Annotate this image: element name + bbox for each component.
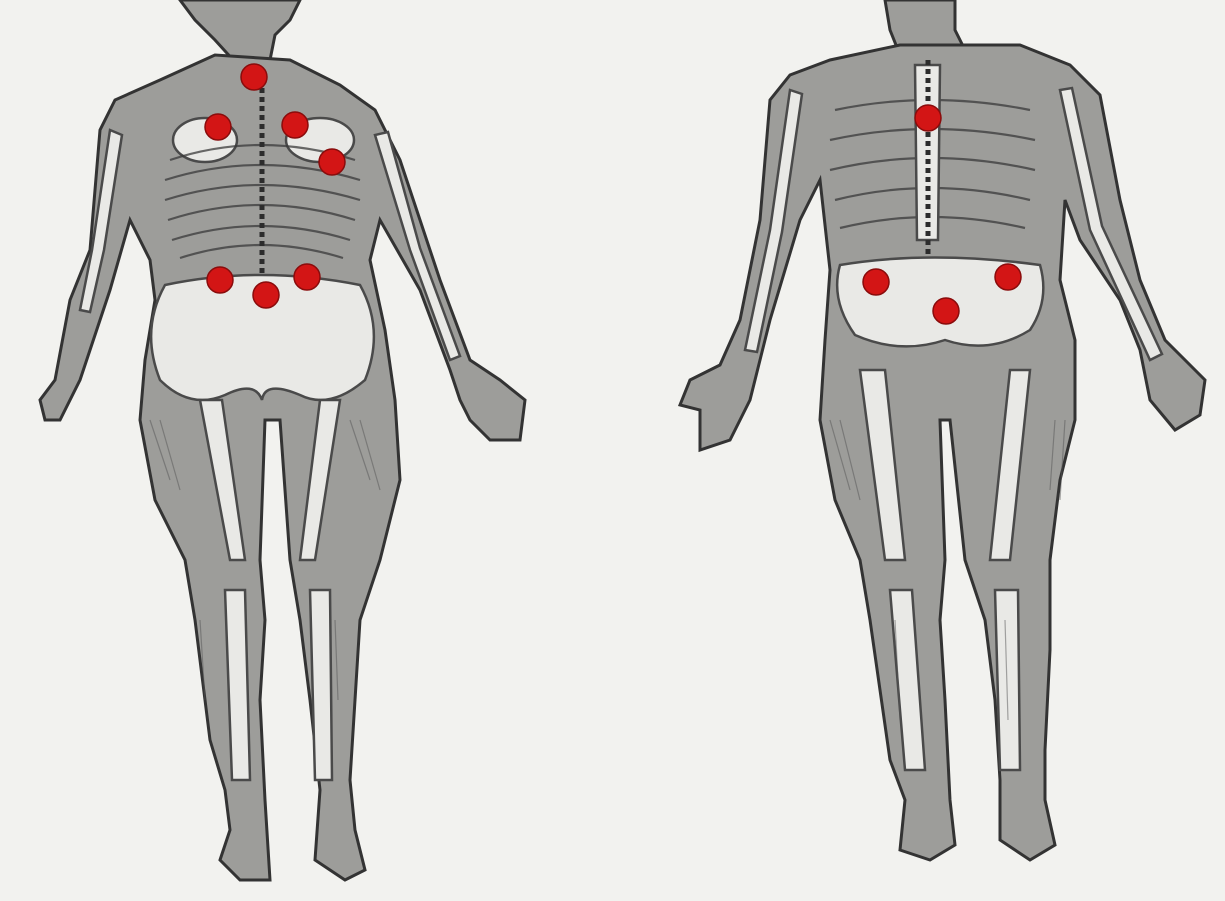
front-tender-point-2: [205, 114, 231, 140]
front-tibia-right: [310, 590, 332, 780]
front-tender-point-3: [282, 112, 308, 138]
back-tender-point-4: [933, 298, 959, 324]
back-torso: [680, 45, 1205, 860]
front-tender-point-1: [241, 64, 267, 90]
back-tender-point-1: [915, 105, 941, 131]
front-neck: [180, 0, 300, 62]
front-arm-right: [375, 132, 460, 360]
front-figure: [40, 0, 525, 880]
front-tender-point-5: [207, 267, 233, 293]
back-tender-point-2: [863, 269, 889, 295]
front-tender-point-6: [294, 264, 320, 290]
front-tender-point-7: [253, 282, 279, 308]
front-tender-point-4: [319, 149, 345, 175]
back-tibia-right: [995, 590, 1020, 770]
back-tender-point-3: [995, 264, 1021, 290]
back-figure: [680, 0, 1205, 860]
